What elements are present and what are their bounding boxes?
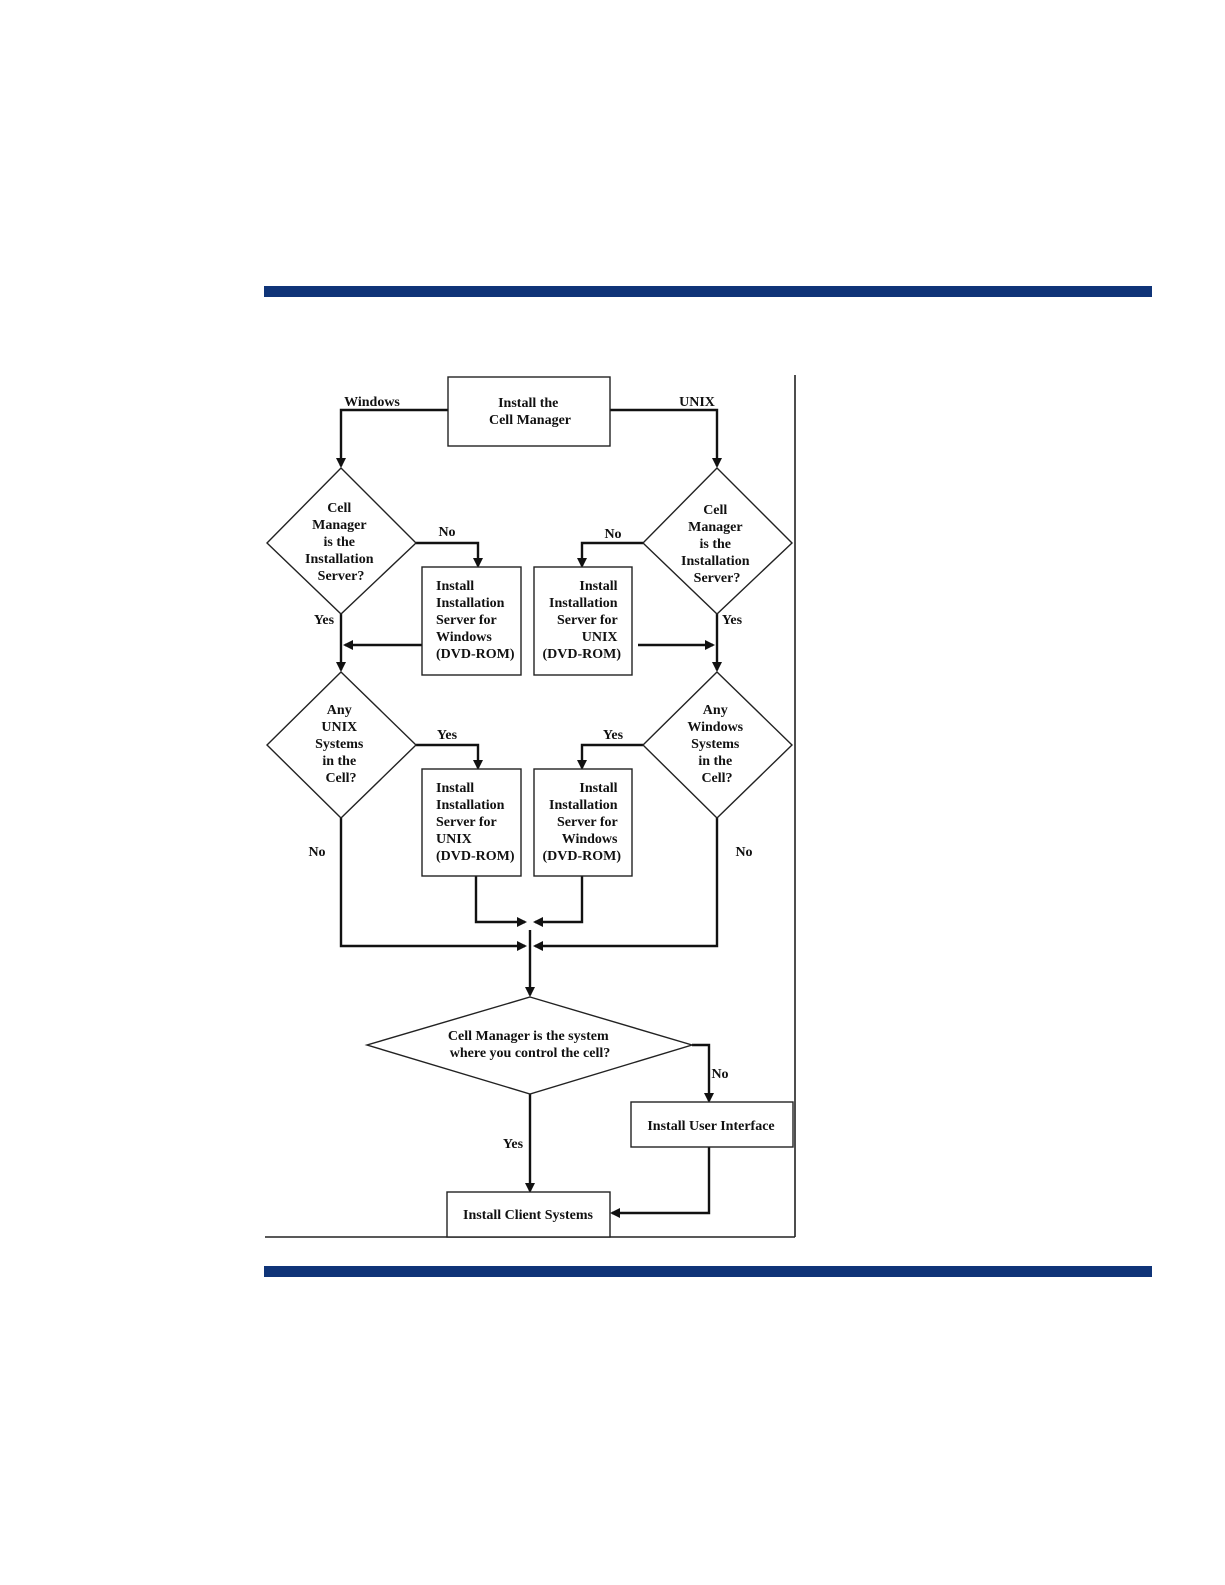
install-cell-manager-box xyxy=(447,376,611,447)
edge-start-unix xyxy=(610,408,722,468)
edge-any-windows-no xyxy=(533,818,719,951)
label-any-windows-yes: Yes xyxy=(603,728,624,743)
label-any-unix-no: No xyxy=(308,845,325,860)
edge-any-windows-yes xyxy=(577,743,643,770)
edge-any-unix-yes xyxy=(416,743,483,770)
label-unix-no: No xyxy=(604,527,621,542)
top-blue-rule xyxy=(264,286,1152,297)
unix-cm-is-server-decision xyxy=(642,467,794,615)
label-unix-yes: Yes xyxy=(722,613,743,628)
any-windows-decision xyxy=(642,671,794,819)
edge-start-windows xyxy=(336,408,448,468)
label-windows: Windows xyxy=(344,395,400,410)
edge-win-no xyxy=(416,541,483,568)
edge-is-windows-2-merge xyxy=(533,876,584,927)
label-any-unix-yes: Yes xyxy=(437,728,458,743)
label-controls-yes: Yes xyxy=(503,1137,524,1152)
bottom-blue-rule xyxy=(264,1266,1152,1277)
install-client-systems-text: Install Client Systems xyxy=(463,1208,593,1223)
connectors xyxy=(336,408,722,1218)
edge-controls-no xyxy=(692,1043,714,1103)
edge-any-unix-no xyxy=(339,818,527,951)
any-windows-text: Any Windows Systems in the Cell? xyxy=(687,703,746,786)
label-any-windows-no: No xyxy=(735,845,752,860)
label-win-no: No xyxy=(438,525,455,540)
edge-is-unix-2-merge xyxy=(474,876,527,927)
cm-controls-cell-text: Cell Manager is the system where you con… xyxy=(448,1029,612,1061)
any-unix-decision xyxy=(266,671,418,819)
cm-controls-cell-decision xyxy=(364,996,695,1095)
install-user-interface-box xyxy=(630,1101,794,1148)
install-is-unix-1-text: Install Installation Server for UNIX (DV… xyxy=(542,579,621,662)
label-controls-no: No xyxy=(711,1067,728,1082)
edge-ui-to-clients xyxy=(610,1147,711,1218)
install-is-windows-box-2 xyxy=(533,768,633,877)
install-is-unix-box-2 xyxy=(421,768,522,877)
install-is-windows-1-text: Install Installation Server for Windows … xyxy=(436,579,515,662)
label-unix: UNIX xyxy=(679,395,715,410)
edge-unix-no xyxy=(577,541,643,568)
install-is-windows-box-1 xyxy=(421,566,522,676)
install-cell-manager-text: Install the Cell Manager xyxy=(489,396,571,428)
label-win-yes: Yes xyxy=(314,613,335,628)
install-is-unix-box-1 xyxy=(533,566,633,676)
install-is-windows-2-text: Install Installation Server for Windows … xyxy=(542,781,621,864)
install-user-interface-text: Install User Interface xyxy=(647,1119,774,1134)
install-is-unix-2-text: Install Installation Server for UNIX (DV… xyxy=(436,781,515,864)
any-unix-text: Any UNIX Systems in the Cell? xyxy=(315,703,367,786)
install-client-systems-box xyxy=(446,1191,611,1238)
win-cm-is-server-text: Cell Manager is the Installation Server? xyxy=(305,501,377,584)
win-cm-is-server-decision xyxy=(266,467,418,615)
unix-cm-is-server-text: Cell Manager is the Installation Server? xyxy=(681,503,753,586)
